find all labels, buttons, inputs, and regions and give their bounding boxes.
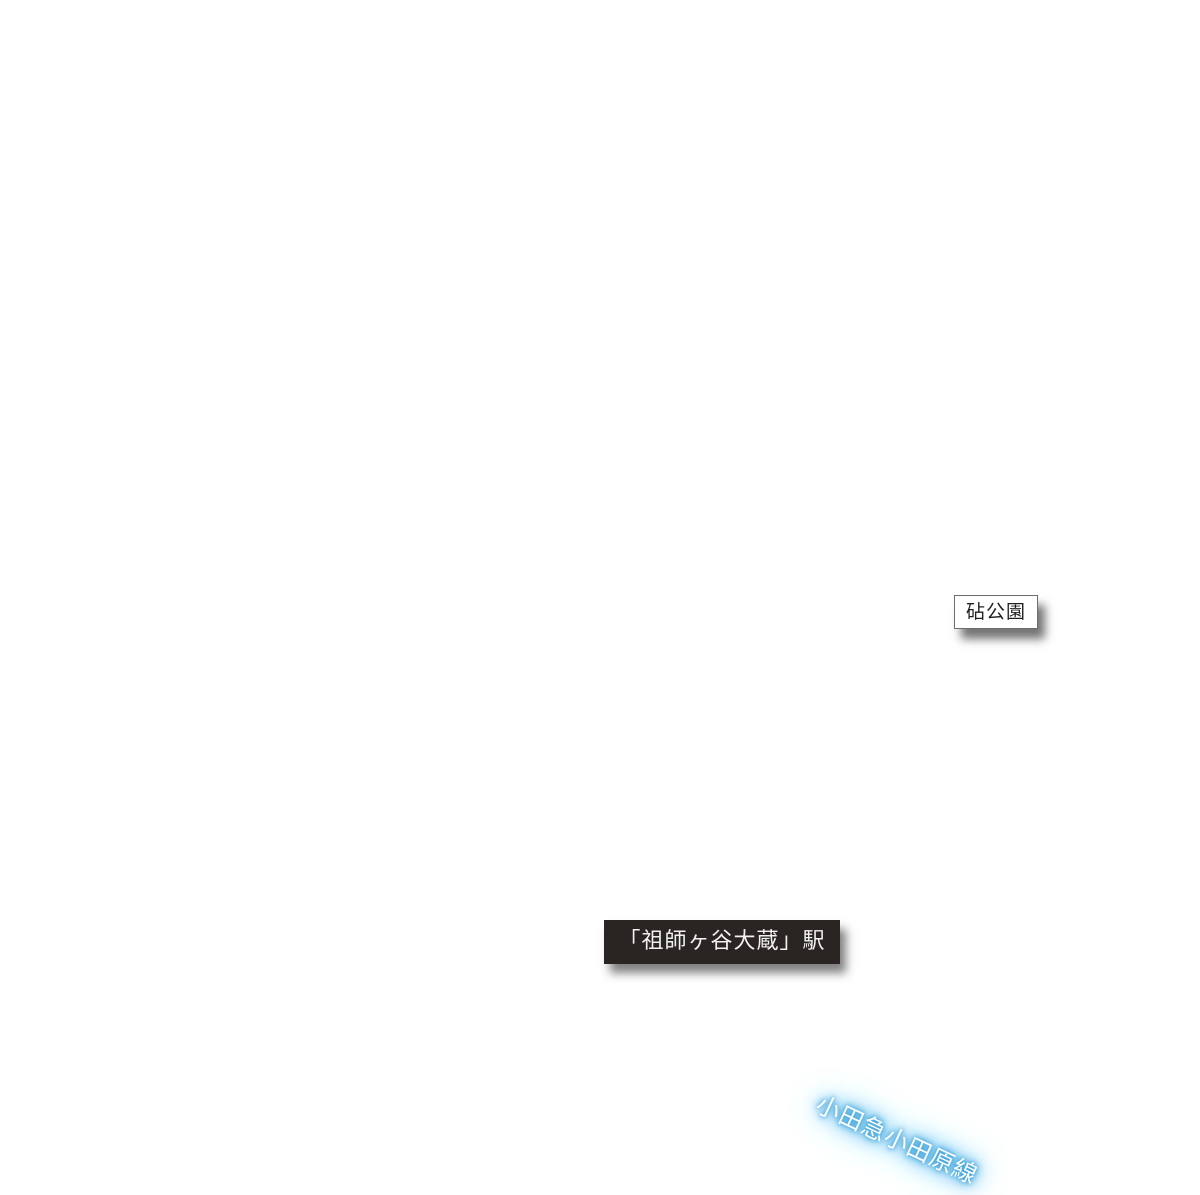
park-label: 砧公園 <box>954 595 1039 629</box>
station-label: 「祖師ヶ谷大蔵」駅 <box>604 920 840 964</box>
rail-line-label: 小田急小田原線 <box>811 1090 983 1190</box>
map-canvas: 砧公園 「祖師ヶ谷大蔵」駅 小田急小田原線 <box>604 595 1039 1190</box>
